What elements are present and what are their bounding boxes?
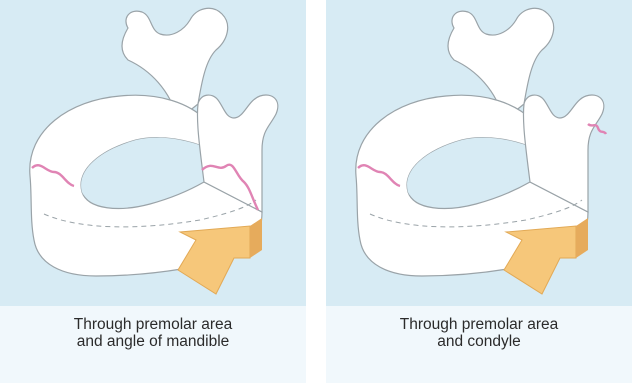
- mandible-diagram: [0, 0, 306, 306]
- panel-condyle-fracture: Through premolar area and condyle: [326, 0, 632, 383]
- illustration-condyle-fracture: [326, 0, 632, 306]
- caption-line-2: and condyle: [326, 333, 632, 350]
- caption-line-1: Through premolar area: [0, 316, 306, 333]
- illustration-angle-fracture: [0, 0, 306, 306]
- mandible-diagram: [326, 0, 632, 306]
- caption-line-2: and angle of mandible: [0, 333, 306, 350]
- caption-angle-fracture: Through premolar area and angle of mandi…: [0, 316, 306, 350]
- caption-line-1: Through premolar area: [326, 316, 632, 333]
- caption-condyle-fracture: Through premolar area and condyle: [326, 316, 632, 350]
- panel-angle-fracture: Through premolar area and angle of mandi…: [0, 0, 306, 383]
